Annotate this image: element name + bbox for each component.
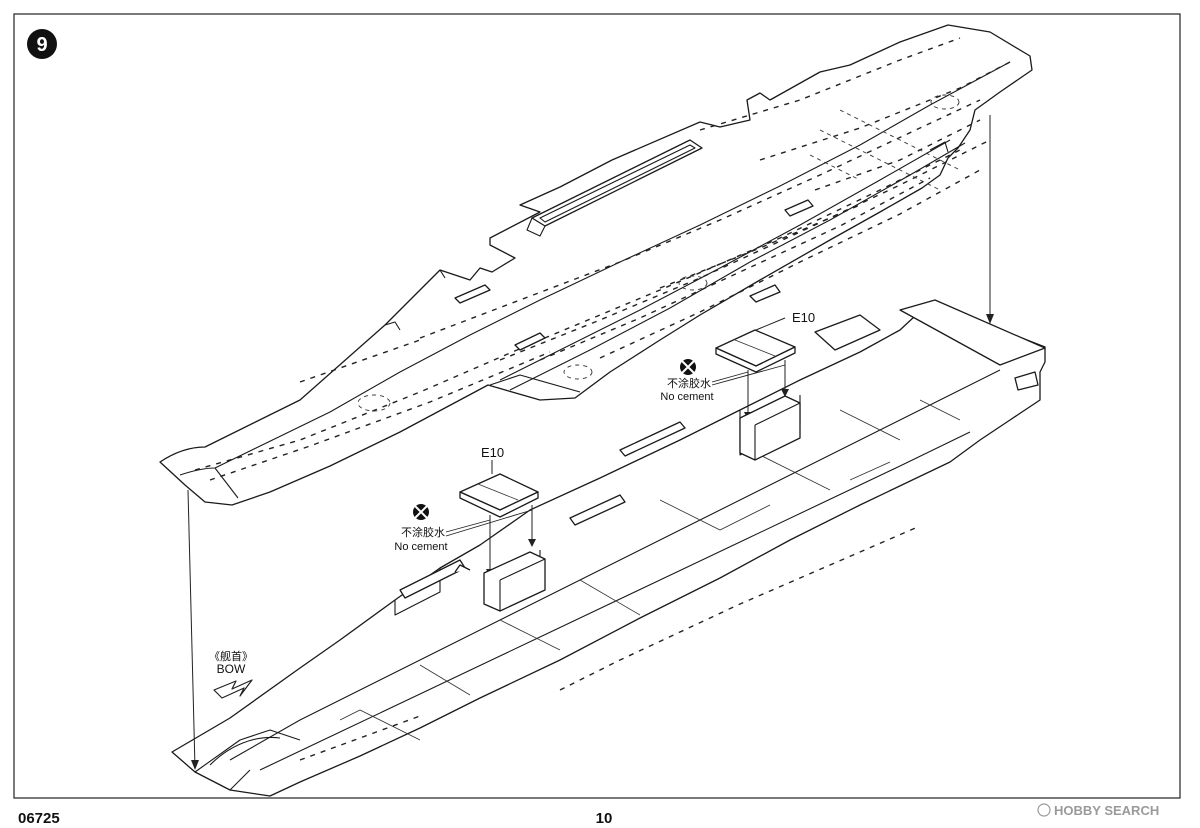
- hull: [171, 299, 1046, 797]
- alignment-guides: [187, 115, 994, 770]
- bow-label-cn: 《舰首》: [209, 649, 253, 663]
- product-code: 06725: [18, 810, 60, 827]
- part-e10-lower: E10: [459, 445, 546, 612]
- watermark-text: HOBBY SEARCH: [1054, 803, 1159, 818]
- leader-line: [755, 317, 786, 331]
- page-number: 10: [596, 810, 613, 827]
- no-cement-icon: [680, 359, 696, 375]
- bow-indicator: 《舰首》 BOW: [209, 649, 253, 699]
- part-label-upper: E10: [792, 310, 815, 325]
- step-number: 9: [36, 34, 47, 56]
- note-cn-upper: 不涂胶水: [667, 376, 711, 390]
- note-cn-lower: 不涂胶水: [401, 525, 445, 539]
- porthole-row: [299, 525, 921, 761]
- note-no-cement-upper: 不涂胶水 No cement: [660, 359, 786, 403]
- part-label-lower: E10: [481, 445, 504, 460]
- note-no-cement-lower: 不涂胶水 No cement: [394, 504, 533, 553]
- page-border: [13, 13, 1181, 799]
- step-badge: 9: [27, 29, 57, 59]
- flight-deck: [159, 24, 1033, 506]
- no-cement-icon: [413, 504, 429, 520]
- bow-label-en: BOW: [217, 662, 246, 676]
- note-en-lower: No cement: [394, 541, 447, 553]
- note-en-upper: No cement: [660, 391, 713, 403]
- arrow-icon: [213, 679, 253, 699]
- part-e10-upper: E10: [715, 310, 815, 461]
- watermark: HOBBY SEARCH: [1037, 803, 1159, 818]
